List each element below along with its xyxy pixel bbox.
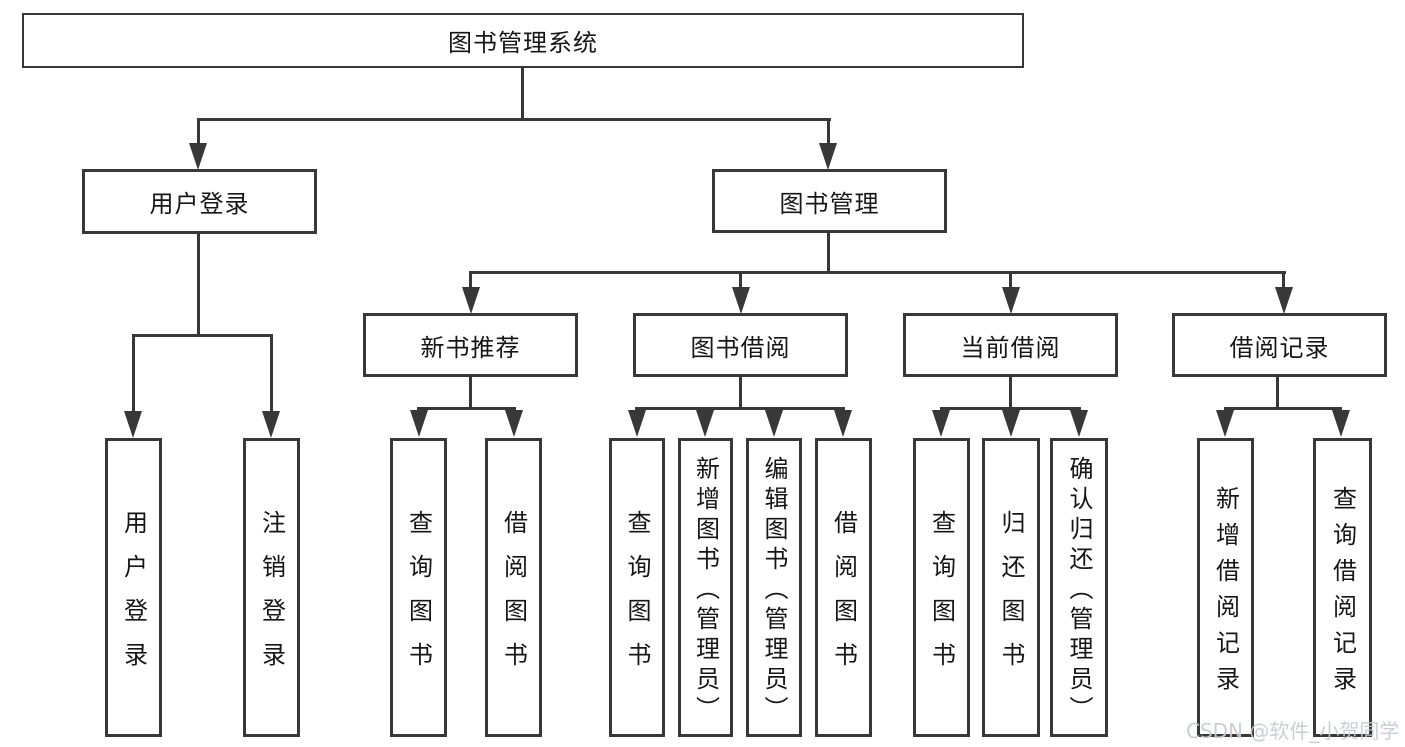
leaf-bb-borrow-books-label: 借阅图书 xyxy=(829,509,858,686)
leaf-user-login-label: 用户登录 xyxy=(119,509,148,686)
arrow-head-icon xyxy=(410,410,428,437)
node-borrow-record-label: 借阅记录 xyxy=(1229,333,1330,362)
node-borrow-record: 借阅记录 xyxy=(1172,313,1387,377)
leaf-br-query-record: 查询借阅记录 xyxy=(1313,438,1372,737)
leaf-bb-borrow-books: 借阅图书 xyxy=(815,438,872,737)
arrow-head-icon xyxy=(1002,287,1020,314)
leaf-cb-confirm-return: 确认归还（管理员） xyxy=(1050,438,1108,737)
arrow-head-icon xyxy=(628,410,646,437)
connector-line xyxy=(827,233,830,273)
node-book-mgmt: 图书管理 xyxy=(712,169,947,233)
leaf-bb-query-books-label: 查询图书 xyxy=(623,509,651,686)
arrow-head-icon xyxy=(696,410,714,437)
leaf-rec-query-books: 查询图书 xyxy=(390,438,447,737)
connector-line xyxy=(1009,271,1012,292)
arrow-head-icon xyxy=(124,411,142,438)
node-current-borrow-label: 当前借阅 xyxy=(960,333,1061,362)
connector-line xyxy=(635,407,845,410)
node-new-book-rec: 新书推荐 xyxy=(363,313,578,377)
leaf-br-add-record-label: 新增借阅记录 xyxy=(1211,485,1240,702)
connector-line xyxy=(469,271,1286,274)
node-book-borrow-label: 图书借阅 xyxy=(690,333,791,362)
arrow-head-icon xyxy=(262,411,280,438)
leaf-rec-borrow-books-label: 借阅图书 xyxy=(499,509,528,686)
connector-line xyxy=(417,407,516,410)
leaf-bb-edit-books: 编辑图书（管理员） xyxy=(746,438,802,737)
leaf-bb-add-books: 新增图书（管理员） xyxy=(678,438,733,737)
arrow-head-icon xyxy=(819,143,837,170)
connector-line xyxy=(469,377,472,409)
arrow-head-icon xyxy=(1216,410,1234,437)
connector-line xyxy=(739,377,742,409)
arrow-head-icon xyxy=(834,410,852,437)
leaf-bb-edit-books-label: 编辑图书（管理员） xyxy=(760,455,788,726)
connector-line xyxy=(739,271,742,292)
leaf-cb-query-books-label: 查询图书 xyxy=(927,509,956,686)
watermark: CSDN @软件_小贺同学 xyxy=(1186,719,1400,743)
leaf-rec-borrow-books: 借阅图书 xyxy=(485,438,542,737)
node-current-borrow: 当前借阅 xyxy=(903,313,1118,377)
connector-line xyxy=(827,118,830,146)
node-new-book-rec-label: 新书推荐 xyxy=(420,333,521,362)
arrow-head-icon xyxy=(732,287,750,314)
leaf-user-login: 用户登录 xyxy=(105,438,162,737)
node-root-label: 图书管理系统 xyxy=(448,29,598,57)
connector-line xyxy=(132,334,135,413)
leaf-br-add-record: 新增借阅记录 xyxy=(1197,438,1254,737)
connector-line xyxy=(197,118,831,121)
leaf-rec-query-books-label: 查询图书 xyxy=(404,509,433,686)
leaf-logout: 注销登录 xyxy=(243,438,300,737)
connector-line xyxy=(1276,377,1279,409)
arrow-head-icon xyxy=(1002,410,1020,437)
connector-line xyxy=(469,271,472,292)
connector-line xyxy=(940,407,1081,410)
leaf-cb-return-books: 归还图书 xyxy=(982,438,1040,737)
leaf-cb-confirm-return-label: 确认归还（管理员） xyxy=(1065,455,1093,726)
connector-line xyxy=(270,334,273,413)
leaf-cb-query-books: 查询图书 xyxy=(913,438,970,737)
arrow-head-icon xyxy=(765,410,783,437)
leaf-bb-query-books: 查询图书 xyxy=(609,438,665,737)
arrow-head-icon xyxy=(505,410,523,437)
arrow-head-icon xyxy=(1070,410,1088,437)
leaf-cb-return-books-label: 归还图书 xyxy=(997,509,1025,686)
arrow-head-icon xyxy=(1275,287,1293,314)
connector-line xyxy=(1282,271,1285,292)
connector-line xyxy=(1224,407,1342,410)
node-user-login: 用户登录 xyxy=(82,169,317,234)
node-book-borrow: 图书借阅 xyxy=(633,313,848,377)
connector-line xyxy=(197,234,200,335)
arrow-head-icon xyxy=(1332,410,1350,437)
connector-line xyxy=(197,118,200,146)
connector-line xyxy=(1009,377,1012,409)
arrow-head-icon xyxy=(932,410,950,437)
connector-line xyxy=(132,334,273,337)
leaf-br-query-record-label: 查询借阅记录 xyxy=(1328,485,1357,702)
leaf-bb-add-books-label: 新增图书（管理员） xyxy=(691,455,720,726)
leaf-logout-label: 注销登录 xyxy=(257,509,286,686)
node-root: 图书管理系统 xyxy=(22,13,1024,68)
arrow-head-icon xyxy=(189,143,207,170)
node-book-mgmt-label: 图书管理 xyxy=(779,189,880,218)
node-user-login-label: 用户登录 xyxy=(149,190,250,218)
arrow-head-icon xyxy=(462,287,480,314)
connector-line xyxy=(521,68,524,119)
